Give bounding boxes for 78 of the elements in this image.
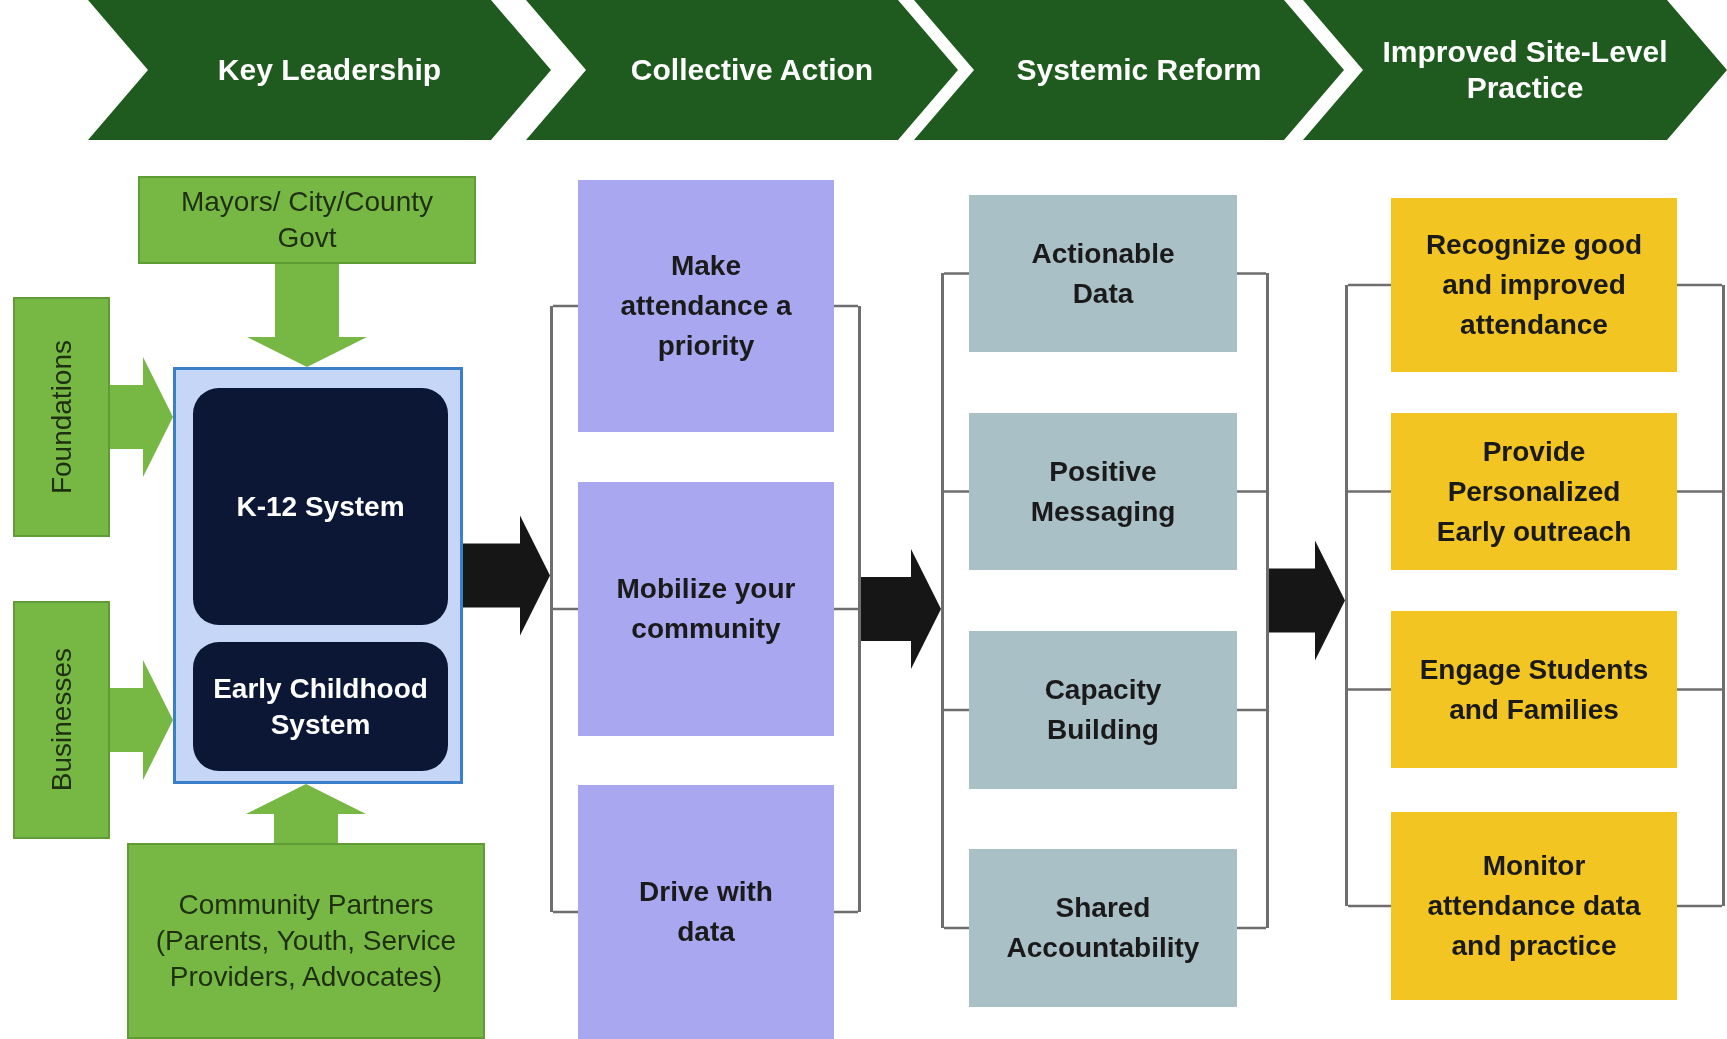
action-box xyxy=(578,482,834,736)
box-label: Positive Messaging xyxy=(1029,454,1177,529)
connector-line xyxy=(834,304,858,308)
bracket-bar xyxy=(1345,285,1348,906)
reform-box xyxy=(969,195,1237,352)
connector-line xyxy=(1677,283,1722,287)
box-label: Businesses xyxy=(44,648,78,792)
connector-line xyxy=(1677,688,1722,691)
block-arrow xyxy=(110,357,173,477)
practice-box xyxy=(1391,413,1677,570)
box-label: Actionable Data xyxy=(1030,236,1176,311)
system-box xyxy=(193,388,448,625)
box-label: Recognize good and improved attendance xyxy=(1424,228,1644,342)
block-arrow xyxy=(1269,540,1345,661)
box-label: Systemic Reform xyxy=(1016,52,1262,88)
chevron-banner xyxy=(1303,0,1727,140)
connector-line xyxy=(1237,490,1266,493)
connector-line xyxy=(1348,490,1391,493)
connector-line xyxy=(1348,283,1391,287)
connector-line xyxy=(834,910,858,914)
box-label: Improved Site-Level Practice xyxy=(1381,34,1669,106)
box-label: K-12 System xyxy=(236,489,405,524)
reform-box xyxy=(969,631,1237,789)
bracket-bar xyxy=(1266,273,1269,928)
connector-line xyxy=(944,490,969,493)
connector-line xyxy=(944,708,969,712)
box-label: Shared Accountability xyxy=(1005,891,1201,965)
box-label: Monitor attendance data and practice xyxy=(1426,849,1642,963)
box-label: Community Partners (Parents, Youth, Service Providers, Advocates) xyxy=(154,888,458,994)
chevron-banner xyxy=(526,0,958,140)
box-label: Provide Personalized Early outreach xyxy=(1435,434,1633,549)
block-arrow xyxy=(246,784,366,843)
reform-box xyxy=(969,413,1237,570)
practice-box xyxy=(1391,611,1677,768)
box-label: Engage Students and Families xyxy=(1418,652,1650,727)
box-label: Mayors/ City/County Govt xyxy=(179,185,435,255)
box-label: Key Leadership xyxy=(217,52,442,88)
box-label: Mobilize your community xyxy=(615,572,797,646)
connector-line xyxy=(1237,708,1266,712)
connector-line xyxy=(1677,490,1722,493)
bracket-bar xyxy=(550,306,553,912)
system-box xyxy=(193,642,448,771)
box-label: Foundations xyxy=(44,339,78,495)
connector-line xyxy=(1237,926,1266,930)
connector-line xyxy=(834,607,858,611)
stakeholder-box xyxy=(127,843,485,1039)
connector-line xyxy=(944,926,969,930)
reform-box xyxy=(969,849,1237,1007)
box-label: Drive with data xyxy=(638,875,774,949)
practice-box xyxy=(1391,812,1677,1000)
box-label: Capacity Building xyxy=(1043,673,1163,747)
stakeholder-box xyxy=(138,176,476,264)
connector-line xyxy=(553,304,578,308)
connector-line xyxy=(944,272,969,275)
connector-line xyxy=(1348,688,1391,691)
connector-line xyxy=(553,910,578,914)
bracket-bar xyxy=(941,273,944,928)
box-label: Make attendance a priority xyxy=(619,249,793,363)
system-panel xyxy=(173,367,463,784)
stakeholder-box xyxy=(13,297,110,537)
chevron-banner xyxy=(88,0,551,140)
block-arrow xyxy=(861,549,941,669)
box-label: Early Childhood System xyxy=(212,671,429,742)
box-label: Collective Action xyxy=(630,52,874,88)
block-arrow xyxy=(247,264,367,367)
chevron-banner xyxy=(914,0,1344,140)
bracket-bar xyxy=(858,306,861,912)
connector-line xyxy=(1677,904,1722,908)
stakeholder-box xyxy=(13,601,110,839)
connector-line xyxy=(1348,904,1391,908)
action-box xyxy=(578,180,834,432)
block-arrow xyxy=(463,515,550,636)
connector-line xyxy=(553,607,578,611)
bracket-bar xyxy=(1722,285,1725,906)
connector-line xyxy=(1237,272,1266,275)
practice-box xyxy=(1391,198,1677,372)
block-arrow xyxy=(110,660,173,780)
action-box xyxy=(578,785,834,1039)
